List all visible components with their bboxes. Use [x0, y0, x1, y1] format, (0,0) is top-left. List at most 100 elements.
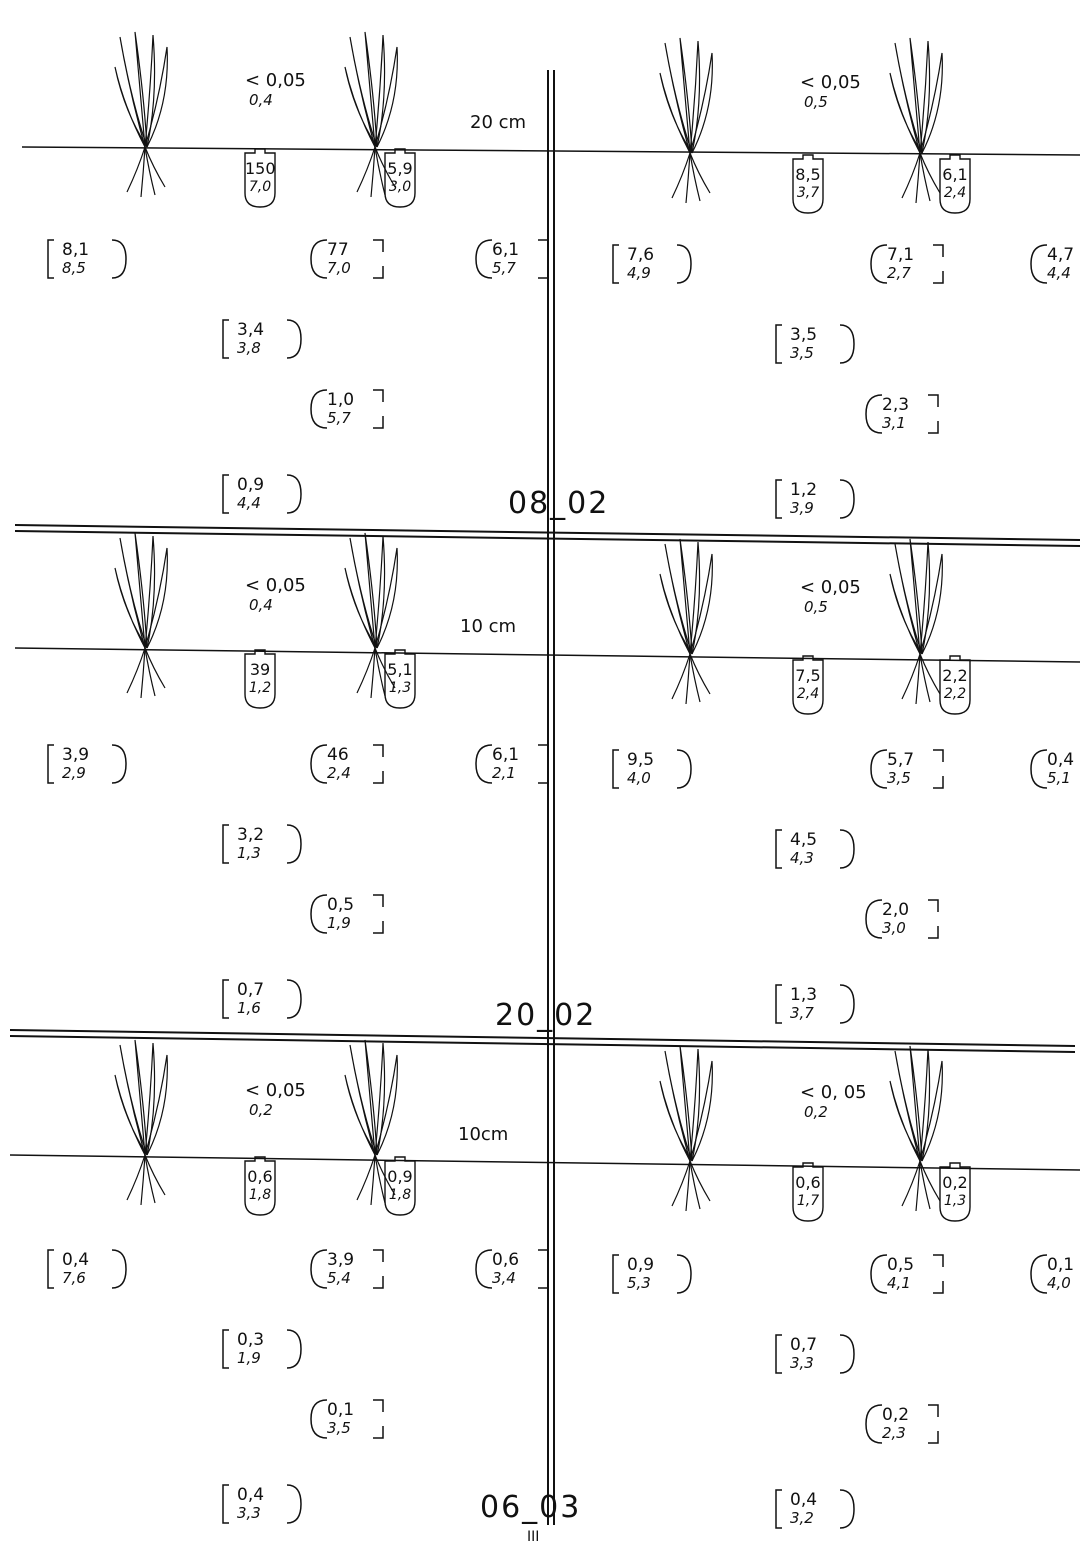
suction-cup-outline	[244, 649, 276, 709]
bracket-shape	[374, 1154, 396, 1196]
bracket-shape	[685, 653, 691, 705]
value-pair-right-1-top: 0,9	[627, 1255, 655, 1275]
bracket-shape	[915, 152, 921, 204]
bracket-shape	[689, 541, 701, 655]
plant-icon	[659, 1045, 713, 1212]
suction-cup-outline	[792, 655, 824, 715]
bracket-shape	[222, 824, 302, 864]
bracket-shape	[119, 1044, 148, 1156]
bracket-shape	[612, 1254, 692, 1294]
value-pair-left-6-bottom: 1,6	[237, 999, 261, 1017]
bracket-shape	[370, 647, 376, 699]
suction-cup-left-1-bottom: 1,8	[248, 1187, 272, 1203]
bracket-shape	[870, 749, 944, 789]
bracket-shape	[679, 538, 693, 655]
bracket-shape	[119, 537, 148, 649]
suction-cup-outline	[792, 1162, 824, 1222]
less-than-label-right-bottom: 0,5	[804, 598, 828, 616]
bracket-shape	[889, 1080, 923, 1162]
bracket-shape	[659, 573, 693, 655]
value-pair-left-6-top: 0,4	[237, 1485, 265, 1505]
value-pair-right-3-bottom: 4,4	[1047, 264, 1071, 282]
bracket-shape	[374, 647, 386, 697]
value-pair-right-1-bottom: 5,3	[627, 1274, 651, 1292]
bracket-shape	[679, 37, 693, 154]
value-pair-right-2-bottom: 4,1	[887, 1274, 911, 1292]
less-than-label-right-top: < 0,05	[800, 577, 861, 598]
bracket-shape	[344, 1074, 378, 1156]
bracket-shape	[689, 1060, 713, 1162]
bracket-shape	[689, 52, 713, 154]
value-pair-left-1-top: 3,9	[62, 745, 90, 765]
bracket-shape	[689, 40, 701, 154]
bracket-shape	[144, 1154, 166, 1196]
bracket-shape	[114, 66, 148, 148]
value-pair-left-1-bottom: 7,6	[62, 1269, 86, 1287]
bracket-shape	[144, 647, 156, 697]
suction-cup-left-2-bottom: 3,0	[388, 179, 412, 195]
bracket-shape	[894, 42, 923, 154]
ground-line	[9, 1154, 1081, 1171]
bracket-shape	[144, 46, 168, 148]
less-than-label-left-bottom: 0,4	[249, 596, 273, 614]
bracket-shape	[310, 744, 384, 784]
plant-icon	[114, 31, 168, 198]
value-pair-right-5-bottom: 2,3	[882, 1424, 906, 1442]
bracket-shape	[374, 1042, 386, 1156]
bracket-shape	[919, 152, 941, 194]
suction-cup-right-2-top: 0,2	[942, 1173, 968, 1192]
less-than-label-left-top: < 0,05	[245, 70, 306, 91]
value-pair-left-2-top: 77	[327, 240, 349, 260]
value-pair-left-6-bottom: 3,3	[237, 1504, 261, 1522]
value-pair-left-2-bottom: 5,4	[327, 1269, 351, 1287]
bracket-shape	[919, 1160, 941, 1202]
suction-cup-left-1-bottom: 1,2	[248, 680, 272, 696]
value-pair-right-6-top: 1,3	[790, 985, 818, 1005]
bracket-shape	[664, 1050, 693, 1162]
bracket-shape	[114, 1074, 148, 1156]
bracket-shape	[364, 31, 378, 148]
bracket-shape	[222, 979, 302, 1019]
bracket-shape	[344, 66, 378, 148]
bracket-shape	[775, 1334, 855, 1374]
value-pair-left-3-bottom: 5,7	[492, 259, 516, 277]
value-pair-left-1-top: 8,1	[62, 240, 90, 260]
bracket-shape	[144, 1054, 168, 1156]
section-separator	[14, 524, 1081, 541]
bracket-shape	[144, 535, 156, 649]
bracket-shape	[685, 152, 691, 204]
suction-cup-left-1-top: 0,6	[247, 1167, 273, 1186]
value-pair-left-6-bottom: 4,4	[237, 494, 261, 512]
bracket-shape	[349, 537, 378, 649]
plant-icon	[659, 538, 713, 705]
value-pair-left-2-bottom: 2,4	[327, 764, 351, 782]
suction-cup-left-1-top: 39	[249, 660, 271, 679]
bracket-shape	[126, 1154, 146, 1201]
bracket-shape	[865, 899, 939, 939]
value-pair-right-2-top: 7,1	[887, 245, 915, 265]
bracket-shape	[119, 36, 148, 148]
bracket-shape	[126, 647, 146, 694]
value-pair-right-3-bottom: 4,0	[1047, 1274, 1071, 1292]
value-pair-left-3-top: 0,6	[492, 1250, 520, 1270]
value-pair-left-4-top: 3,4	[237, 320, 265, 340]
plant-icon	[659, 37, 713, 204]
bracket-shape	[909, 37, 923, 154]
bracket-shape	[775, 324, 855, 364]
less-than-label-left-top: < 0,05	[245, 1080, 306, 1101]
bottom-mark: III	[527, 1529, 540, 1545]
